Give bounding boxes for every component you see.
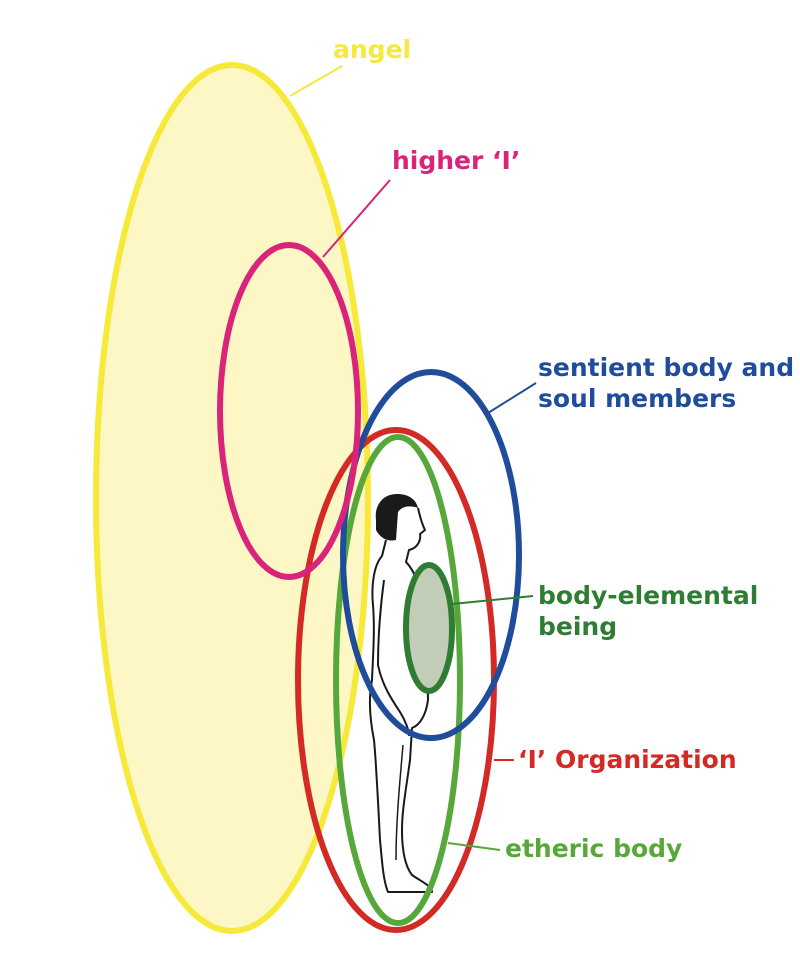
label-etheric-body: etheric body xyxy=(505,833,682,864)
figure-hair xyxy=(375,494,418,541)
label-body-elemental-line2: being xyxy=(538,612,618,641)
label-sentient-body: sentient body and soul members xyxy=(538,352,794,414)
angel-leader-line xyxy=(289,65,343,97)
label-i-organization-text: ‘I’ Organization xyxy=(518,745,737,774)
body-elemental-leader-line xyxy=(451,595,534,605)
label-angel: angel xyxy=(333,34,411,65)
figure-arm xyxy=(376,579,410,737)
label-angel-text: angel xyxy=(333,35,412,64)
body-elemental-ellipse xyxy=(403,562,455,694)
higher-i-ellipse xyxy=(217,242,361,580)
label-etheric-body-text: etheric body xyxy=(505,834,683,863)
label-body-elemental: body-elemental being xyxy=(538,580,758,642)
label-sentient-line1: sentient body and xyxy=(538,353,795,382)
label-higher-i: higher ‘I’ xyxy=(392,145,520,176)
sentient-leader-line xyxy=(487,382,537,414)
higher-i-leader-line xyxy=(322,179,391,258)
human-figure xyxy=(368,494,433,893)
figure-leg-line xyxy=(395,744,404,861)
etheric-body-ellipse xyxy=(333,434,463,926)
label-body-elemental-line1: body-elemental xyxy=(538,581,759,610)
label-higher-i-text: higher ‘I’ xyxy=(392,146,521,175)
label-sentient-line2: soul members xyxy=(538,384,737,413)
etheric-leader-line xyxy=(447,842,501,851)
label-i-organization: ‘I’ Organization xyxy=(518,744,737,775)
sentient-body-ellipse xyxy=(340,369,522,741)
